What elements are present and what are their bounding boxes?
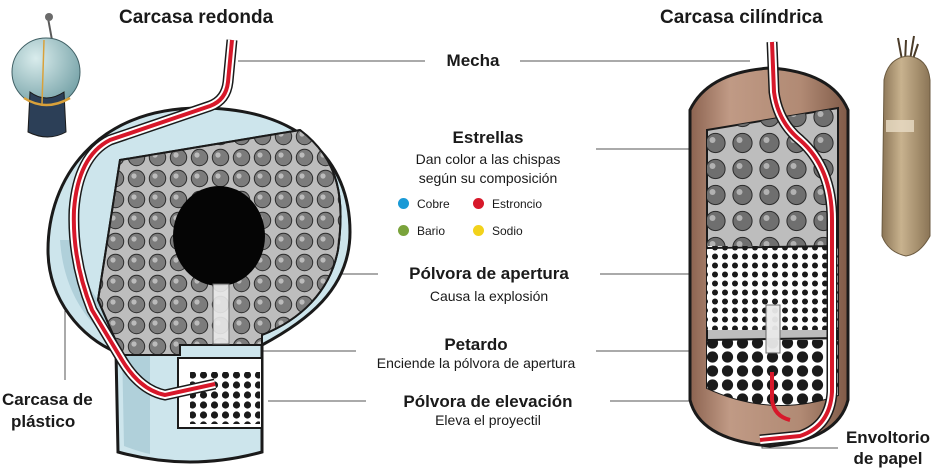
legend-item-sodium: Sodio — [473, 224, 523, 238]
legend-item-barium: Bario — [398, 224, 445, 238]
lift-charge-title: Pólvora de elevación — [403, 392, 573, 411]
strontium-dot-icon — [473, 198, 484, 209]
cylindrical-shell-photo — [881, 35, 931, 257]
legend-item-strontium: Estroncio — [473, 197, 542, 211]
paper-wrap-label-line2: de papel — [853, 449, 923, 468]
petard-title: Petardo — [444, 335, 508, 354]
lift-charge-desc: Eleva el proyectil — [435, 412, 541, 428]
round-shell-title: Carcasa redonda — [119, 7, 274, 28]
copper-dot-icon — [398, 198, 409, 209]
sodium-dot-icon — [473, 225, 484, 236]
barium-dot-icon — [398, 225, 409, 236]
plastic-shell-label-line1: Carcasa de — [2, 390, 93, 409]
stars-desc-line1: Dan color a las chispas — [415, 151, 561, 167]
paper-wrap-label-line1: Envoltorio — [845, 428, 931, 447]
stars-desc-line2: según su composición — [418, 170, 558, 186]
stars-title: Estrellas — [452, 128, 524, 147]
cylindrical-shell-title: Carcasa cilíndrica — [660, 7, 823, 28]
cylindrical-shell-diagram — [688, 41, 850, 448]
burst-charge-desc: Causa la explosión — [429, 288, 549, 304]
petard-desc: Enciende la pólvora de apertura — [376, 355, 576, 371]
round-shell-diagram — [46, 39, 352, 464]
legend-item-copper: Cobre — [398, 197, 450, 211]
round-shell-photo — [11, 13, 81, 138]
fuse-label: Mecha — [446, 51, 500, 70]
plastic-shell-label-line2: plástico — [11, 412, 76, 431]
burst-charge-title: Pólvora de apertura — [409, 264, 569, 283]
